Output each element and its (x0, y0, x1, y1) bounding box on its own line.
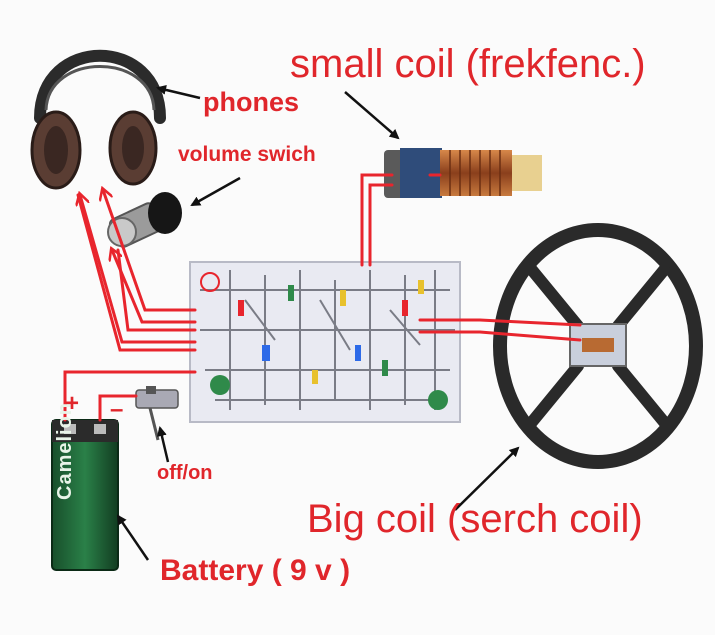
label-small-coil: small coil (frekfenc.) (290, 42, 646, 86)
power-switch-icon (135, 386, 179, 441)
label-minus-terminal: – (110, 396, 124, 423)
headphones-icon (30, 49, 166, 190)
search-coil-icon (493, 223, 703, 469)
label-volume-switch: volume swich (178, 143, 316, 166)
battery-icon (51, 419, 119, 571)
circuit-board (189, 261, 461, 423)
callout-arrows (116, 84, 520, 561)
label-off-on: off/on (157, 462, 213, 484)
small-coil-icon (384, 148, 542, 198)
label-battery: Battery ( 9 v ) (160, 554, 351, 587)
label-phones: phones (203, 87, 300, 117)
wires (63, 173, 582, 422)
volume-potentiometer-icon (107, 192, 182, 248)
label-big-coil: Big coil (serch coil) (307, 497, 643, 541)
label-plus-terminal: + (65, 390, 80, 417)
